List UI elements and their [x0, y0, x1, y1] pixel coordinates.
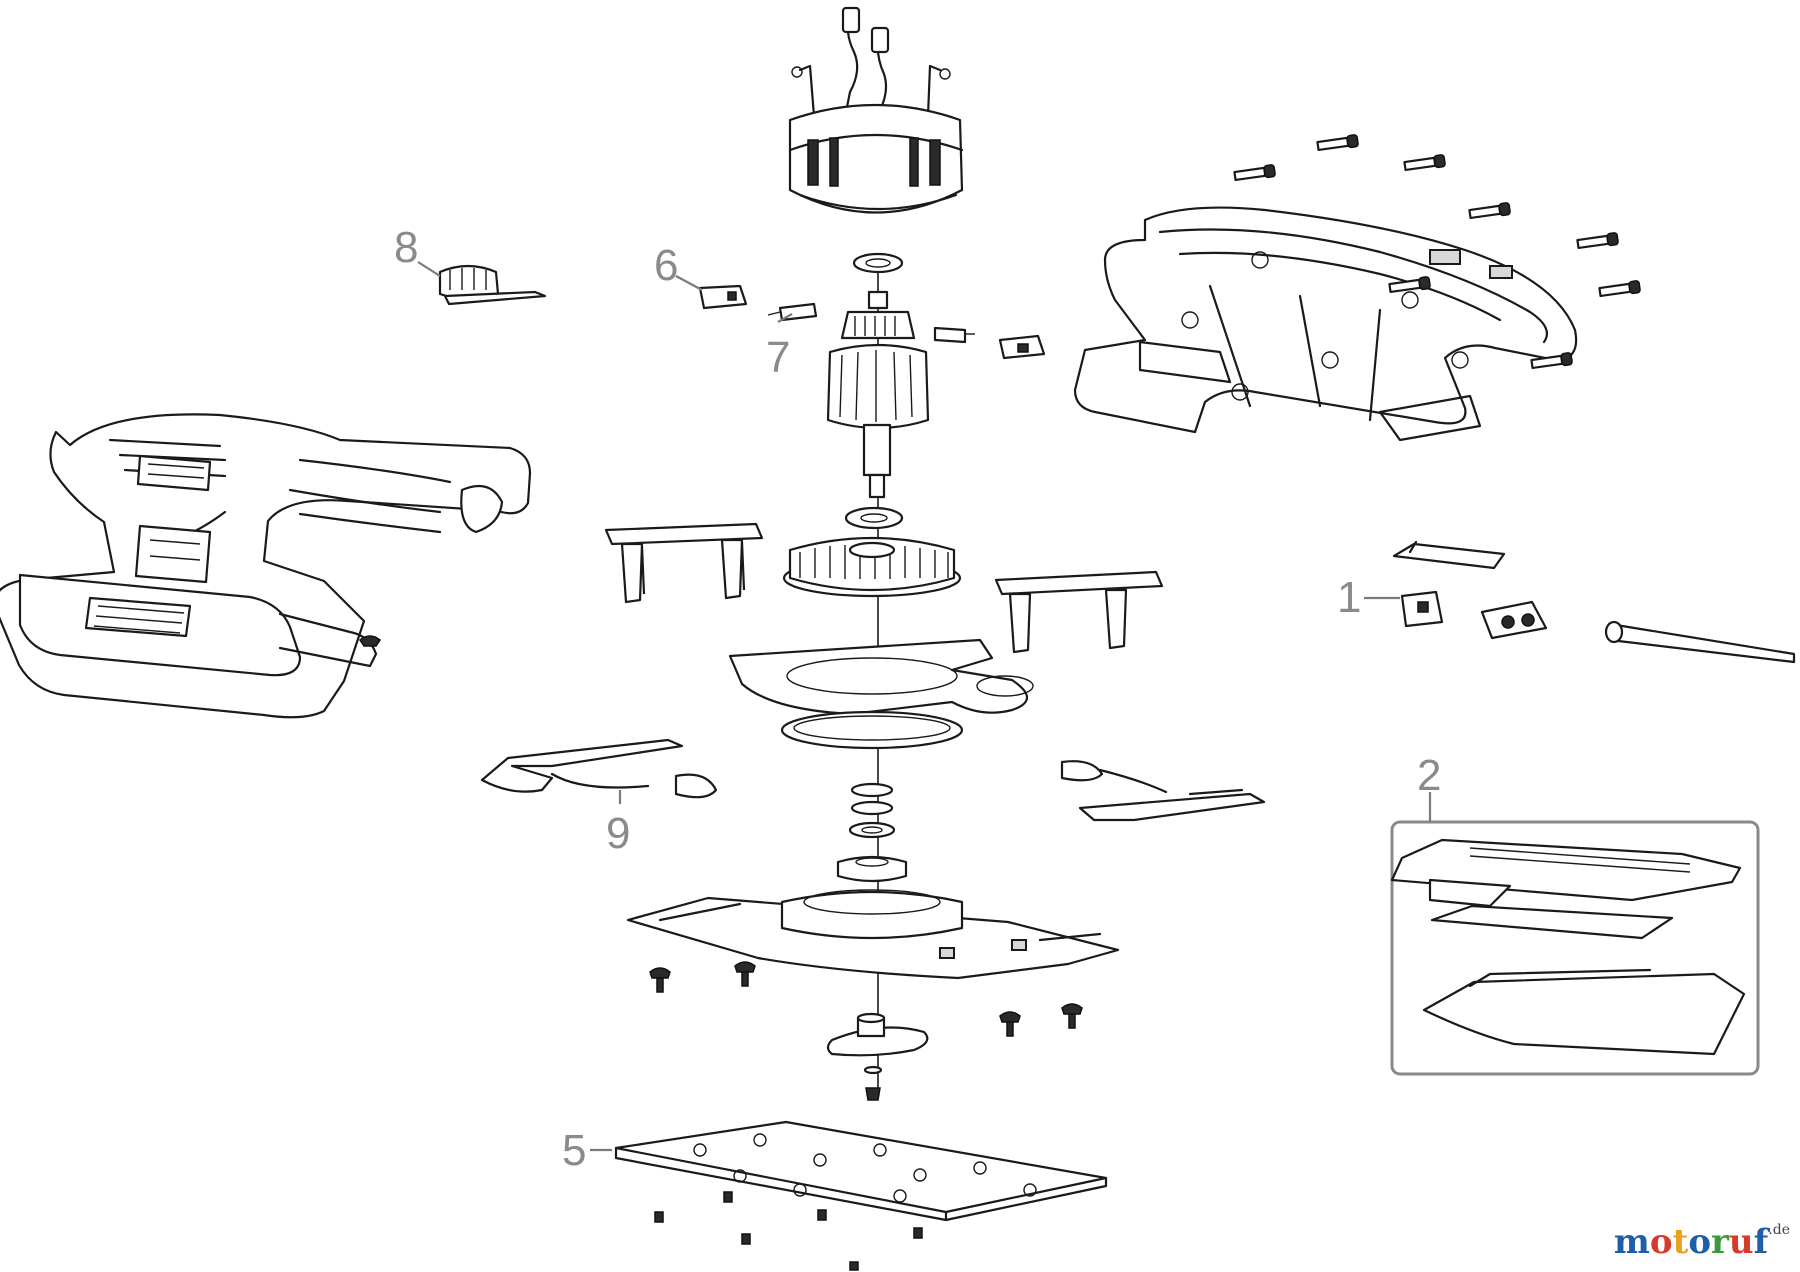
fan [782, 536, 962, 598]
switch-cover [1392, 540, 1506, 570]
sealing-ring [780, 710, 964, 750]
leader-7 [777, 313, 793, 323]
watermark-letter: u [1728, 1222, 1754, 1262]
eccentric-screw [863, 1065, 883, 1101]
watermark-logo: motoruf.de [1614, 1222, 1790, 1262]
carbon-brush-right [933, 326, 975, 344]
lower-housing-base [626, 889, 1120, 980]
watermark-suffix: .de [1768, 1222, 1790, 1238]
terminal-block [1480, 600, 1548, 640]
washer-stack [848, 782, 896, 839]
carbon-brush-holder-left [698, 284, 748, 310]
watermark-letter: r [1711, 1222, 1729, 1262]
paper-clamp-right [1060, 760, 1266, 822]
bearing-housing-plate [728, 638, 1034, 716]
lower-bearing [836, 855, 908, 883]
watermark-letters: motoruf [1614, 1222, 1768, 1262]
bracket-left [604, 522, 764, 604]
housing-half [1073, 206, 1578, 442]
callout-2: 2 [1417, 751, 1441, 800]
watermark-letter: o [1649, 1222, 1673, 1262]
switch [1400, 590, 1444, 628]
leader-8 [417, 261, 441, 277]
paper-clamp-left [480, 738, 718, 799]
plate-screws [654, 1191, 923, 1271]
assembled-sander [0, 413, 532, 719]
dust-box-inset [1390, 820, 1760, 1076]
callout-5: 5 [562, 1126, 586, 1175]
housing-screws [1233, 134, 1641, 370]
sanding-plate [614, 1120, 1108, 1222]
watermark-letter: o [1688, 1222, 1711, 1262]
bracket-right [994, 570, 1164, 654]
armature [826, 252, 930, 530]
callout-6: 6 [654, 241, 678, 290]
callout-8: 8 [394, 223, 418, 272]
power-cable [1604, 620, 1796, 664]
carbon-brush-left [767, 302, 818, 322]
watermark-letter: t [1672, 1222, 1689, 1262]
counterweight [826, 1012, 929, 1057]
callout-9: 9 [606, 809, 630, 858]
leader-6 [675, 275, 703, 291]
field-coil [788, 6, 964, 214]
switch-cover-part [438, 264, 547, 306]
base-screws [649, 961, 1083, 1037]
callout-1: 1 [1337, 573, 1361, 622]
carbon-brush-holder-right [998, 334, 1046, 360]
watermark-letter: f [1753, 1222, 1769, 1262]
watermark-letter: m [1613, 1222, 1650, 1262]
callout-7: 7 [766, 333, 790, 382]
